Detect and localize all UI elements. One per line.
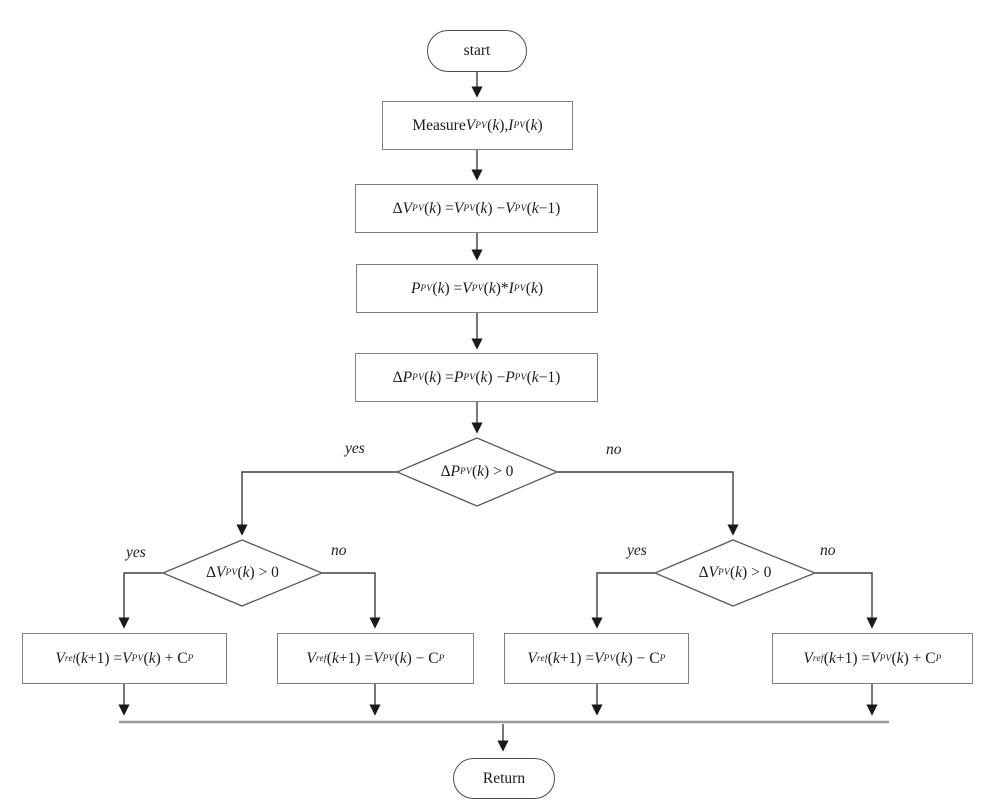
decision-diamond-dp — [395, 437, 559, 507]
branch-label-dv-left-yes: yes — [126, 544, 146, 561]
branch-dp-no-line — [557, 471, 739, 536]
branch-dvright-yes-line — [591, 572, 655, 629]
branch-label-dv-left-no: no — [331, 542, 347, 559]
return-node: Return — [453, 758, 555, 799]
branch-dvleft-no-line — [322, 572, 381, 629]
branch-label-dv-right-yes: yes — [627, 542, 647, 559]
branch-label-dv-right-no: no — [820, 542, 836, 559]
branch-dp-yes-line — [236, 471, 397, 536]
branch-dvright-no-line — [815, 572, 878, 629]
start-node: start — [427, 30, 527, 72]
branch-dvleft-yes-line — [118, 572, 163, 629]
decision-diamond-dv-right — [653, 539, 817, 607]
branch-label-dp-no: no — [606, 441, 622, 458]
decision-diamond-dv-left — [161, 539, 324, 607]
branch-label-dp-yes: yes — [345, 440, 365, 457]
